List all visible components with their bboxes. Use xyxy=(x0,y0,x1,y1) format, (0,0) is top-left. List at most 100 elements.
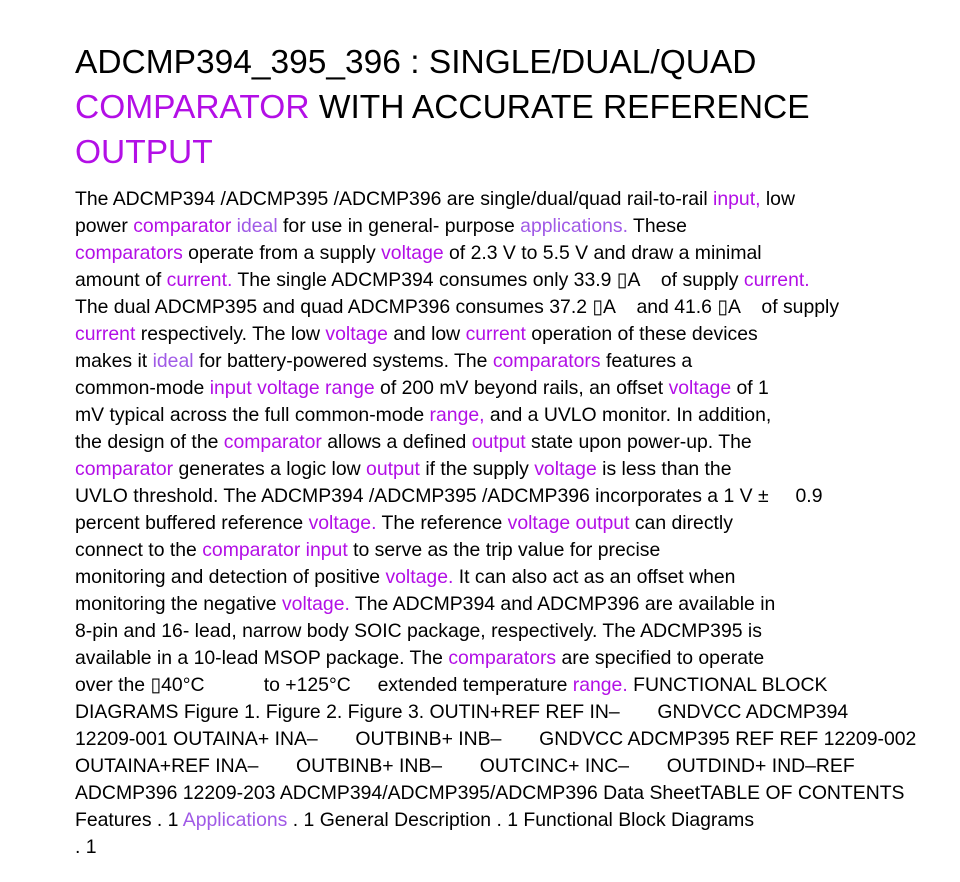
highlighted-keyword: voltage. xyxy=(308,512,377,534)
text-segment: UVLO threshold. The ADCMP394 /ADCMP395 /… xyxy=(75,485,823,507)
text-segment: These xyxy=(627,215,687,237)
text-segment: makes it xyxy=(75,350,153,372)
highlighted-keyword: current xyxy=(75,323,136,345)
text-segment: connect to the xyxy=(75,539,203,561)
document-page: ADCMP394_395_396 : SINGLE/DUAL/QUAD COMPA… xyxy=(75,40,960,861)
highlighted-keyword: voltage output xyxy=(507,512,630,534)
highlighted-keyword: voltage. xyxy=(385,566,454,588)
highlighted-keyword: applications. xyxy=(520,215,628,237)
highlighted-keyword: comparator input xyxy=(202,539,348,561)
highlighted-keyword: current. xyxy=(743,269,810,291)
text-segment: operation of these devices xyxy=(525,323,758,345)
body-line: comparator generates a logic low output … xyxy=(75,456,960,483)
document-title: ADCMP394_395_396 : SINGLE/DUAL/QUAD COMPA… xyxy=(75,40,960,175)
highlighted-keyword: voltage xyxy=(381,242,444,264)
text-segment: is less than the xyxy=(596,458,732,480)
highlighted-keyword: output xyxy=(366,458,420,480)
body-line: Features . 1 Applications . 1 General De… xyxy=(75,807,960,834)
text-segment: common-mode xyxy=(75,377,210,399)
text-segment: power xyxy=(75,215,134,237)
highlighted-keyword: ideal xyxy=(236,215,278,237)
body-line: monitoring the negative voltage. The ADC… xyxy=(75,591,960,618)
highlighted-keyword: comparator xyxy=(223,431,322,453)
body-line: DIAGRAMS Figure 1. Figure 2. Figure 3. O… xyxy=(75,699,960,726)
text-segment: OUTAINA+REF INA– OUTBINB+ INB– OUTCINC+ … xyxy=(75,755,855,777)
text-segment: are specified to operate xyxy=(556,647,765,669)
body-line: percent buffered reference voltage. The … xyxy=(75,510,960,537)
text-segment: monitoring and detection of positive xyxy=(75,566,386,588)
text-segment: of 200 mV beyond rails, an offset xyxy=(374,377,669,399)
text-segment: if the supply xyxy=(419,458,535,480)
highlighted-keyword: comparators xyxy=(492,350,601,372)
body-line: power comparator ideal for use in genera… xyxy=(75,213,960,240)
highlighted-keyword: comparator xyxy=(75,458,174,480)
text-segment: generates a logic low xyxy=(173,458,367,480)
text-segment: for battery-powered systems. The xyxy=(193,350,493,372)
body-line: 8-pin and 16- lead, narrow body SOIC pac… xyxy=(75,618,960,645)
title-line: COMPARATOR WITH ACCURATE REFERENCE xyxy=(75,85,960,130)
text-segment: . 1 xyxy=(75,836,97,858)
text-segment: Features . 1 xyxy=(75,809,183,831)
text-segment: to serve as the trip value for precise xyxy=(347,539,661,561)
body-line: monitoring and detection of positive vol… xyxy=(75,564,960,591)
highlighted-keyword: comparator xyxy=(133,215,232,237)
text-segment: for use in general- purpose xyxy=(277,215,521,237)
body-line: comparators operate from a supply voltag… xyxy=(75,240,960,267)
text-segment: 12209-001 OUTAINA+ INA– OUTBINB+ INB– GN… xyxy=(75,728,917,750)
body-line: connect to the comparator input to serve… xyxy=(75,537,960,564)
text-segment: The dual ADCMP395 and quad ADCMP396 cons… xyxy=(75,296,840,318)
text-segment: low xyxy=(760,188,795,210)
highlighted-keyword: output xyxy=(471,431,526,453)
highlighted-keyword: voltage. xyxy=(281,593,350,615)
text-segment: ADCMP396 12209-203 ADCMP394/ADCMP395/ADC… xyxy=(75,782,905,804)
highlighted-keyword: comparators xyxy=(75,242,183,264)
highlighted-keyword: range, xyxy=(429,404,485,426)
text-segment: . 1 General Description . 1 Functional B… xyxy=(287,809,755,831)
text-segment: It can also act as an offset when xyxy=(453,566,736,588)
title-line: OUTPUT xyxy=(75,130,960,175)
body-line: makes it ideal for battery-powered syste… xyxy=(75,348,960,375)
body-line: the design of the comparator allows a de… xyxy=(75,429,960,456)
highlighted-keyword: voltage xyxy=(668,377,732,399)
document-body: The ADCMP394 /ADCMP395 /ADCMP396 are sin… xyxy=(75,186,960,861)
highlighted-keyword: voltage xyxy=(534,458,597,480)
text-segment: and low xyxy=(387,323,466,345)
text-segment: mV typical across the full common-mode xyxy=(75,404,430,426)
body-line: . 1 xyxy=(75,834,960,861)
body-line: 12209-001 OUTAINA+ INA– OUTBINB+ INB– GN… xyxy=(75,726,960,753)
body-line: amount of current. The single ADCMP394 c… xyxy=(75,267,960,294)
highlighted-keyword: OUTPUT xyxy=(75,134,213,171)
highlighted-keyword: COMPARATOR xyxy=(75,89,310,126)
highlighted-keyword: ideal xyxy=(152,350,194,372)
body-line: available in a 10-lead MSOP package. The… xyxy=(75,645,960,672)
highlighted-keyword: range. xyxy=(572,674,628,696)
body-line: The dual ADCMP395 and quad ADCMP396 cons… xyxy=(75,294,960,321)
text-segment: and a UVLO monitor. In addition, xyxy=(484,404,772,426)
highlighted-keyword: input, xyxy=(713,188,761,210)
body-line: over the ▯40°C to +125°C extended temper… xyxy=(75,672,960,699)
highlighted-keyword: comparators xyxy=(448,647,557,669)
text-segment: over the ▯40°C to +125°C extended temper… xyxy=(75,674,573,696)
text-segment: FUNCTIONAL BLOCK xyxy=(627,674,828,696)
text-segment: WITH ACCURATE REFERENCE xyxy=(309,89,810,126)
body-line: common-mode input voltage range of 200 m… xyxy=(75,375,960,402)
body-line: UVLO threshold. The ADCMP394 /ADCMP395 /… xyxy=(75,483,960,510)
text-segment: of 1 xyxy=(731,377,769,399)
text-segment: operate from a supply xyxy=(182,242,382,264)
text-segment: the design of the xyxy=(75,431,224,453)
body-line: current respectively. The low voltage an… xyxy=(75,321,960,348)
text-segment: percent buffered reference xyxy=(75,512,309,534)
highlighted-keyword: current. xyxy=(166,269,233,291)
text-segment: of 2.3 V to 5.5 V and draw a minimal xyxy=(443,242,762,264)
body-line: ADCMP396 12209-203 ADCMP394/ADCMP395/ADC… xyxy=(75,780,960,807)
text-segment: DIAGRAMS Figure 1. Figure 2. Figure 3. O… xyxy=(75,701,849,723)
text-segment: respectively. The low xyxy=(135,323,326,345)
text-segment: The single ADCMP394 consumes only 33.9 ▯… xyxy=(232,269,744,291)
text-segment: state upon power-up. The xyxy=(525,431,752,453)
text-segment: 8-pin and 16- lead, narrow body SOIC pac… xyxy=(75,620,762,642)
highlighted-keyword: Applications xyxy=(182,809,288,831)
highlighted-keyword: input voltage range xyxy=(209,377,375,399)
text-segment: available in a 10-lead MSOP package. The xyxy=(75,647,449,669)
text-segment: ADCMP394_395_396 : SINGLE/DUAL/QUAD xyxy=(75,44,757,81)
body-line: The ADCMP394 /ADCMP395 /ADCMP396 are sin… xyxy=(75,186,960,213)
